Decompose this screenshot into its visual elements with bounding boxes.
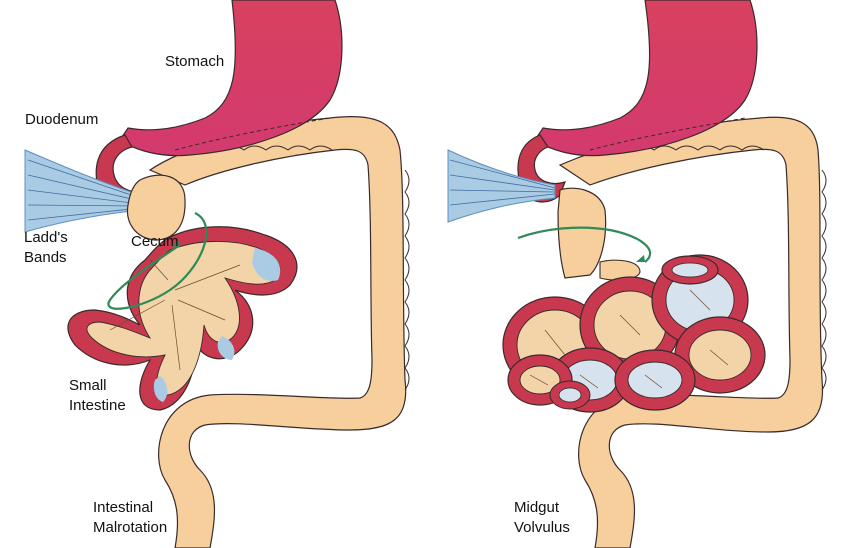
twisted-stalk-right: [558, 188, 606, 278]
cecum-left: [127, 175, 185, 240]
colon-haustra-right: [822, 170, 826, 390]
ladds-bands-right: [448, 150, 555, 222]
label-cecum: Cecum: [131, 232, 179, 252]
label-stomach-text: Stomach: [165, 52, 224, 72]
label-small-line2: Intestine: [69, 396, 126, 416]
volvulus-panel: [448, 0, 826, 548]
label-duodenum: Duodenum: [25, 110, 98, 130]
label-volvulus-line2: Volvulus: [514, 518, 570, 538]
label-cecum-text: Cecum: [131, 232, 179, 252]
label-ladds-line2: Bands: [24, 248, 68, 268]
label-duodenum-text: Duodenum: [25, 110, 98, 130]
label-volvulus-line1: Midgut: [514, 498, 570, 518]
label-midgut-volvulus: Midgut Volvulus: [514, 498, 570, 538]
label-small-intestine: Small Intestine: [69, 376, 126, 416]
ladds-bands-left: [25, 150, 140, 232]
twist-arrow-head-right: [636, 255, 645, 262]
colon-haustra-left: [405, 170, 409, 390]
label-small-line1: Small: [69, 376, 126, 396]
label-malrot-line2: Malrotation: [93, 518, 167, 538]
malrotation-panel: [25, 0, 409, 548]
label-ladds-bands: Ladd's Bands: [24, 228, 68, 268]
volvulus-loops: [503, 255, 765, 412]
label-stomach: Stomach: [165, 52, 224, 72]
label-intestinal-malrotation: Intestinal Malrotation: [93, 498, 167, 538]
label-ladds-line1: Ladd's: [24, 228, 68, 248]
label-malrot-line1: Intestinal: [93, 498, 167, 518]
